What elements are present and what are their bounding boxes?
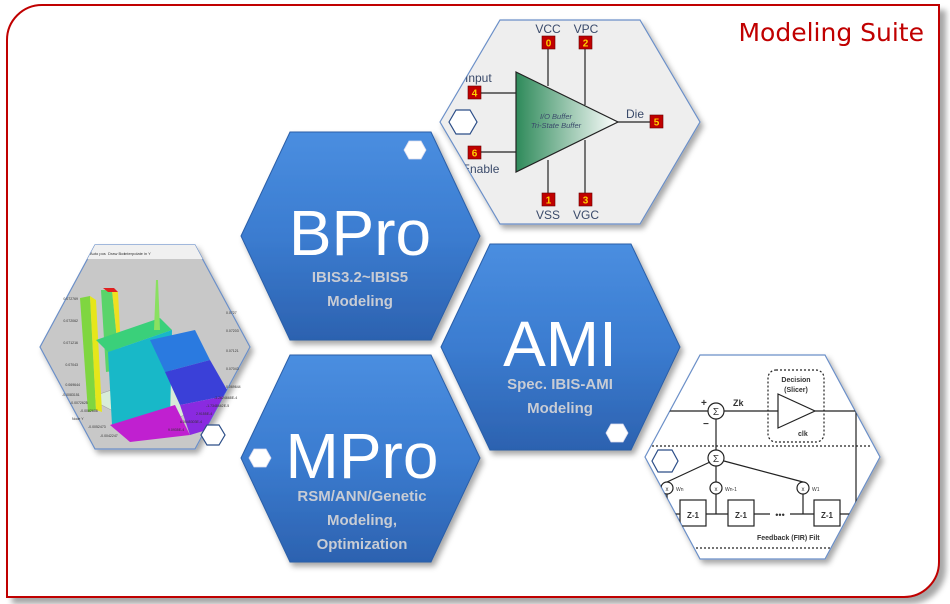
plot-axis-label: Node Y <box>72 417 84 421</box>
hex-badge-icon <box>200 424 226 446</box>
multiply-symbol: x <box>666 487 669 493</box>
clk-label: clk <box>798 431 808 438</box>
mpro-subtitle: Modeling, <box>327 512 397 529</box>
plot-axis-tick: 0.07043 <box>226 367 239 371</box>
bpro-subtitle: IBIS3.2~IBIS5 <box>312 269 408 286</box>
weight-label: W1 <box>812 487 820 493</box>
pin-label: Input <box>465 71 492 85</box>
pin-label: VSS <box>536 208 560 222</box>
plot-axis-tick: 0.071216 <box>63 341 78 345</box>
sum-symbol: Σ <box>713 407 719 418</box>
hex-badge-icon <box>448 109 478 135</box>
plot-axis-tick: 0.072769 <box>63 297 78 301</box>
plot-axis-tick: 6.0045303E-4 <box>180 420 202 424</box>
ami-title: AMI <box>503 308 617 380</box>
mpro-hex[interactable]: MPro RSM/ANN/Genetic Modeling, Optimizat… <box>240 354 481 563</box>
hex-badge-icon <box>248 448 272 468</box>
buffer-title: Tri-State Buffer <box>531 121 582 130</box>
plot-axis-tick: -0.0083151 <box>62 393 80 397</box>
weight-label: Wn <box>676 487 684 493</box>
plot-axis-ticks: 0.072769 0.072062 0.071216 0.07043 0.069… <box>62 297 241 438</box>
feedback-label: Feedback (FIR) Filt <box>757 535 820 542</box>
delay-label: Z-1 <box>687 511 700 520</box>
plot-toolbar-item: Auto pos <box>90 251 106 256</box>
ellipsis: ••• <box>775 510 784 520</box>
hex-badge-icon <box>605 423 629 443</box>
pin-label: Die <box>626 107 644 121</box>
plot-axis-tick: -0.0062608 <box>80 409 98 413</box>
dfe-diagram-hex: Σ Σ + − Zk Decision (Slicer) clk x x x W… <box>644 354 881 560</box>
hex-badge-icon <box>403 140 427 160</box>
ami-subtitle: Modeling <box>527 400 593 417</box>
plot-axis-tick: 0.069644 <box>226 385 241 389</box>
pin-number: 4 <box>472 89 478 100</box>
hex-badge-icon <box>651 449 679 473</box>
weight-label: Wn-1 <box>725 487 737 493</box>
pin-number: 6 <box>472 149 478 160</box>
zk-label: Zk <box>733 398 744 408</box>
plot-axis-tick: -3.2624668E-4 <box>214 396 237 400</box>
pin-number: 0 <box>546 39 552 50</box>
plot-axis-tick: -1.7348662E-5 <box>206 404 229 408</box>
decision-label: Decision <box>781 377 810 384</box>
multiply-symbol: x <box>802 487 805 493</box>
plot-axis-tick: -0.0052473 <box>88 425 106 429</box>
plot-axis-tick: 0.072062 <box>63 319 78 323</box>
ami-hex[interactable]: AMI Spec. IBIS-AMI Modeling <box>440 243 681 451</box>
delay-label: Z-1 <box>735 511 748 520</box>
plot-axis-tick: 0.07203 <box>226 329 239 333</box>
minus-sign: − <box>703 419 709 430</box>
mpro-title: MPro <box>286 420 439 492</box>
buffer-diagram-hex: I/O Buffer Tri-State Buffer VCC 0 VPC 2 … <box>439 19 701 225</box>
multiply-symbol: x <box>715 487 718 493</box>
plot-axis-tick: 0.07121 <box>226 349 239 353</box>
decision-label: (Slicer) <box>784 387 808 394</box>
plot-toolbar-item: Interpolate in Y <box>124 251 151 256</box>
plot-axis-tick: 2.9155E-4 <box>196 412 212 416</box>
ami-subtitle: Spec. IBIS-AMI <box>507 376 613 393</box>
plot-toolbar-item: Draw Box <box>108 251 125 256</box>
delay-label: Z-1 <box>821 511 834 520</box>
plot-axis-tick: 0.0727 <box>226 311 237 315</box>
plot-axis-tick: -0.0042247 <box>100 434 118 438</box>
plus-sign: + <box>701 398 707 409</box>
plot-axis-tick: -0.0072625 <box>70 401 88 405</box>
pin-label: VPC <box>574 22 599 36</box>
plot-axis-tick: 0.069644 <box>65 383 80 387</box>
mpro-subtitle: Optimization <box>317 536 408 553</box>
pin-number: 3 <box>583 196 589 207</box>
pin-number: 1 <box>546 196 552 207</box>
pin-number: 2 <box>583 39 589 50</box>
sum-symbol: Σ <box>713 454 719 465</box>
buffer-title: I/O Buffer <box>540 112 573 121</box>
pin-number: 5 <box>654 118 660 129</box>
pin-label: VGC <box>573 208 599 222</box>
page-title: Modeling Suite <box>738 18 924 47</box>
buffer-triangle <box>515 71 620 173</box>
bpro-title: BPro <box>289 197 431 269</box>
surface-plot-hex: Auto pos Draw Box Interpolate in Y 0.072… <box>39 244 251 450</box>
plot-axis-tick: 0.07043 <box>65 363 78 367</box>
bpro-hex[interactable]: BPro IBIS3.2~IBIS5 Modeling <box>240 131 481 341</box>
pin-label: Enable <box>462 162 500 176</box>
plot-axis-tick: 9.0935E-4 <box>168 428 184 432</box>
mpro-subtitle: RSM/ANN/Genetic <box>297 488 426 505</box>
bpro-subtitle: Modeling <box>327 293 393 310</box>
pin-label: VCC <box>535 22 561 36</box>
